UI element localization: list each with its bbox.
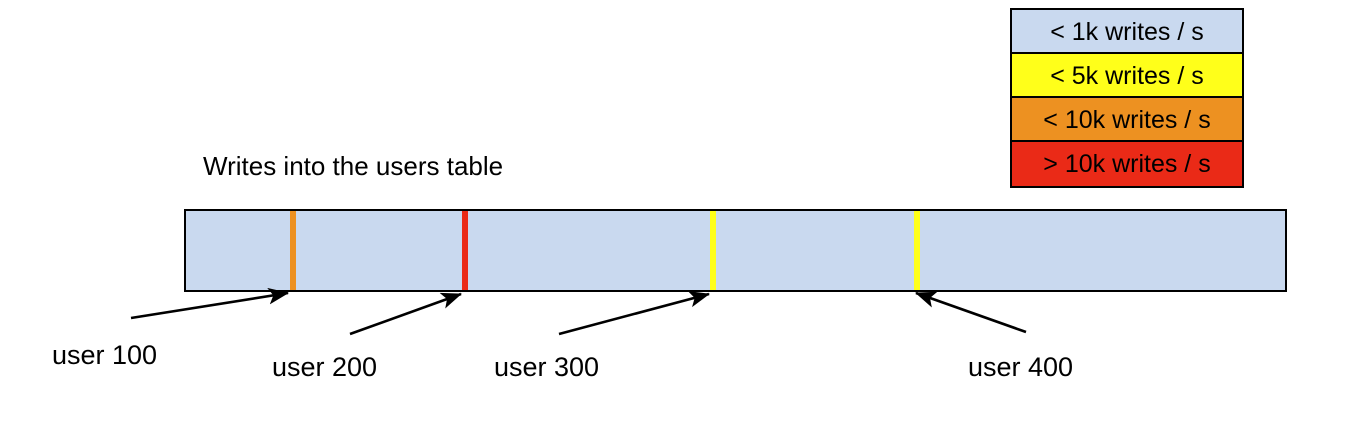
- legend-row-under-1k: < 1k writes / s: [1012, 10, 1242, 54]
- user-100-stripe: [290, 211, 296, 290]
- arrow-user-300: [558, 291, 711, 336]
- label-user-200: user 200: [272, 352, 378, 382]
- arrow-user-400: [915, 291, 1027, 334]
- users-table-bar: [184, 209, 1287, 292]
- legend-label-under-5k: < 5k writes / s: [1050, 62, 1204, 90]
- label-user-400: user 400: [968, 352, 1074, 382]
- legend-row-under-10k: < 10k writes / s: [1012, 98, 1242, 142]
- user-200-stripe: [462, 211, 468, 290]
- label-user-300: user 300: [494, 352, 600, 382]
- legend-label-under-10k: < 10k writes / s: [1043, 106, 1211, 134]
- arrow-user-200: [349, 292, 462, 336]
- writes-legend: < 1k writes / s < 5k writes / s < 10k wr…: [1010, 8, 1244, 188]
- arrow-user-100: [130, 287, 290, 320]
- label-user-100: user 100: [52, 340, 158, 370]
- chart-title: Writes into the users table: [203, 151, 504, 181]
- legend-label-over-10k: > 10k writes / s: [1043, 150, 1211, 178]
- user-400-stripe: [914, 211, 920, 290]
- user-300-stripe: [710, 211, 716, 290]
- legend-label-under-1k: < 1k writes / s: [1050, 18, 1204, 46]
- legend-row-under-5k: < 5k writes / s: [1012, 54, 1242, 98]
- legend-row-over-10k: > 10k writes / s: [1012, 142, 1242, 186]
